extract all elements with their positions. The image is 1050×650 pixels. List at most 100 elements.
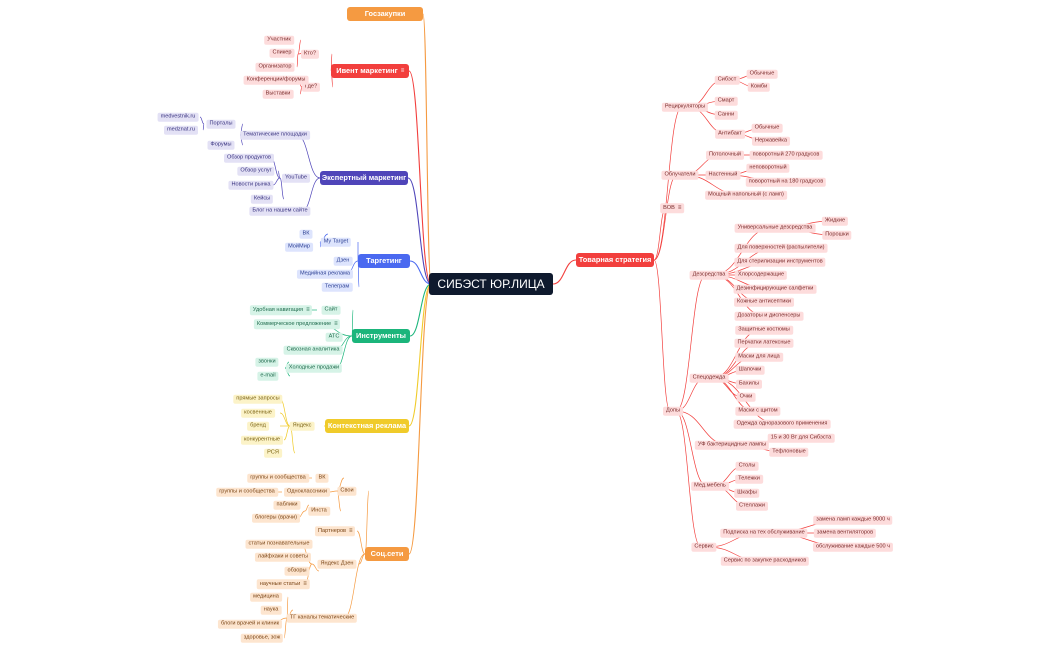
mindmap-node[interactable]: Свои: [337, 486, 357, 496]
mindmap-node[interactable]: статьи познавательные: [245, 539, 313, 549]
mindmap-node[interactable]: Защитные костюмы: [735, 325, 793, 335]
mindmap-node[interactable]: Очки: [736, 392, 756, 402]
mindmap-node[interactable]: Удобная навигация≡: [249, 305, 313, 315]
mindmap-node[interactable]: 15 и 30 Вт для Сибэста: [767, 433, 835, 443]
mindmap-node[interactable]: Дезинфицирующие салфетки: [733, 284, 817, 294]
mindmap-node[interactable]: Сибэст: [714, 75, 740, 85]
mindmap-node[interactable]: Кейсы: [250, 194, 274, 204]
mindmap-node[interactable]: блогеры (врачи): [252, 513, 300, 523]
mindmap-node[interactable]: Жидкие: [821, 216, 849, 226]
mindmap-node[interactable]: поворотный на 180 градусов: [745, 177, 827, 187]
mindmap-node[interactable]: Подписка на тех обслуживание: [720, 528, 808, 538]
mindmap-node[interactable]: замена вентиляторов: [813, 528, 877, 538]
branch-product-strategy[interactable]: Товарная стратегия: [576, 253, 654, 267]
mindmap-node[interactable]: Порталы: [206, 119, 236, 129]
mindmap-node[interactable]: Обычные: [746, 69, 778, 79]
root-node[interactable]: СИБЭСТ ЮР.ЛИЦА: [429, 273, 553, 295]
mindmap-node[interactable]: Столы: [735, 461, 759, 471]
mindmap-node[interactable]: My Target: [320, 237, 352, 247]
mindmap-node[interactable]: Телеграм: [321, 282, 353, 292]
mindmap-node[interactable]: Участник: [264, 35, 294, 45]
mindmap-node[interactable]: прямые запросы: [233, 394, 283, 404]
mindmap-node[interactable]: медицина: [250, 592, 282, 602]
mindmap-node[interactable]: medvestnik.ru: [157, 112, 199, 122]
mindmap-node[interactable]: обзоры: [284, 566, 310, 576]
mindmap-node[interactable]: Мощный напольный (с ламп): [705, 190, 787, 200]
mindmap-node[interactable]: ВК: [315, 473, 329, 483]
mindmap-node[interactable]: Маски для лица: [735, 352, 783, 362]
mindmap-node[interactable]: Обзор услуг: [237, 166, 275, 176]
mindmap-node[interactable]: группы и сообщества: [247, 473, 309, 483]
mindmap-node[interactable]: неповоротный: [746, 163, 790, 173]
mindmap-node[interactable]: научные статьи≡: [256, 579, 310, 589]
mindmap-node[interactable]: ВК: [299, 229, 313, 239]
mindmap-node[interactable]: Сквозная аналитика: [283, 345, 343, 355]
mindmap-node[interactable]: паблики: [273, 500, 301, 510]
mindmap-node[interactable]: Универсальные дезсредства: [734, 223, 816, 233]
mindmap-node[interactable]: ТГ каналы тематические: [286, 613, 358, 623]
mindmap-node[interactable]: Дозаторы и диспенсеры: [734, 311, 804, 321]
mindmap-node[interactable]: Партнеров≡: [314, 526, 356, 536]
mindmap-node[interactable]: Яндекс: [289, 421, 315, 431]
mindmap-node[interactable]: РСЯ: [264, 448, 282, 458]
mindmap-node[interactable]: e-mail: [257, 371, 279, 381]
mindmap-node[interactable]: обслуживание каждые 500 ч: [812, 542, 894, 552]
mindmap-node[interactable]: Сервис по закупке расходников: [720, 556, 810, 566]
mindmap-node[interactable]: medznat.ru: [164, 125, 198, 135]
mindmap-node[interactable]: Блог на нашем сайте: [249, 206, 311, 216]
mindmap-node[interactable]: Медийная реклама: [296, 269, 354, 279]
mindmap-node[interactable]: Бахилы: [736, 379, 762, 389]
mindmap-node[interactable]: Форумы: [207, 140, 235, 150]
mindmap-node[interactable]: Допы: [662, 406, 684, 416]
mindmap-node[interactable]: Рециркуляторы: [661, 102, 709, 112]
branch-tools[interactable]: Инструменты: [352, 329, 410, 343]
mindmap-node[interactable]: Порошки: [822, 230, 852, 240]
branch-expert-marketing[interactable]: Экспертный маркетинг: [320, 171, 408, 185]
mindmap-node[interactable]: Хлорсодержащие: [734, 270, 788, 280]
mindmap-node[interactable]: замена ламп каждые 9000 ч: [813, 515, 893, 525]
mindmap-node[interactable]: Одноклассники: [284, 487, 330, 497]
mindmap-node[interactable]: Конференции/форумы: [243, 75, 309, 85]
mindmap-node[interactable]: YouTube: [282, 173, 310, 183]
mindmap-node[interactable]: Коммерческое предложение≡: [253, 319, 341, 329]
mindmap-node[interactable]: Шапочки: [735, 365, 765, 375]
mindmap-node[interactable]: конкурентные: [240, 435, 284, 445]
mindmap-node[interactable]: Новости рынка: [228, 180, 274, 190]
mindmap-node[interactable]: ВОВ≡: [660, 203, 684, 213]
mindmap-node[interactable]: Стеллажи: [736, 501, 768, 511]
mindmap-node[interactable]: косвенные: [241, 408, 275, 418]
mindmap-node[interactable]: Сайт: [321, 305, 341, 315]
mindmap-node[interactable]: наука: [260, 605, 282, 615]
mindmap-node[interactable]: Маски с щитом: [735, 406, 781, 416]
mindmap-node[interactable]: Обзор продуктов: [224, 153, 274, 163]
branch-event-marketing[interactable]: Ивент маркетинг≡: [331, 64, 409, 78]
mindmap-node[interactable]: группы и сообщества: [216, 487, 278, 497]
mindmap-node[interactable]: Инста: [308, 506, 330, 516]
mindmap-node[interactable]: Спикер: [269, 48, 295, 58]
mindmap-node[interactable]: Для стерилизации инструментов: [734, 257, 826, 267]
mindmap-node[interactable]: Выставки: [262, 89, 294, 99]
mindmap-node[interactable]: Санни: [714, 110, 738, 120]
mindmap-node[interactable]: Обычные: [751, 123, 783, 133]
mindmap-node[interactable]: лайфхаки и советы: [254, 552, 312, 562]
mindmap-node[interactable]: Где?: [301, 82, 321, 92]
branch-social[interactable]: Соц.сети: [365, 547, 409, 561]
mindmap-node[interactable]: Настенный: [705, 170, 741, 180]
mindmap-node[interactable]: Нержавейка: [752, 136, 790, 146]
mindmap-node[interactable]: блоги врачей и клиник: [217, 619, 283, 629]
mindmap-node[interactable]: Кожные антисептики: [734, 297, 794, 307]
branch-targeting[interactable]: Таргетинг: [358, 254, 410, 268]
mindmap-node[interactable]: Дзен: [333, 256, 353, 266]
mindmap-node[interactable]: Кто?: [301, 49, 319, 59]
mindmap-node[interactable]: бренд: [247, 421, 269, 431]
mindmap-node[interactable]: Сервис: [691, 542, 717, 552]
mindmap-node[interactable]: здоровье, зож: [240, 633, 284, 643]
mindmap-node[interactable]: Облучатели: [661, 170, 699, 180]
mindmap-node[interactable]: Тефлоновые: [769, 447, 809, 457]
mindmap-node[interactable]: Спецодежда: [689, 373, 729, 383]
mindmap-node[interactable]: Дезсредства: [689, 270, 729, 280]
mindmap-node[interactable]: Для поверхностей (распылители): [734, 243, 828, 253]
mindmap-node[interactable]: Тележки: [735, 474, 763, 484]
mindmap-node[interactable]: Шкафы: [734, 488, 760, 498]
mindmap-node[interactable]: Антибакт: [715, 129, 745, 139]
